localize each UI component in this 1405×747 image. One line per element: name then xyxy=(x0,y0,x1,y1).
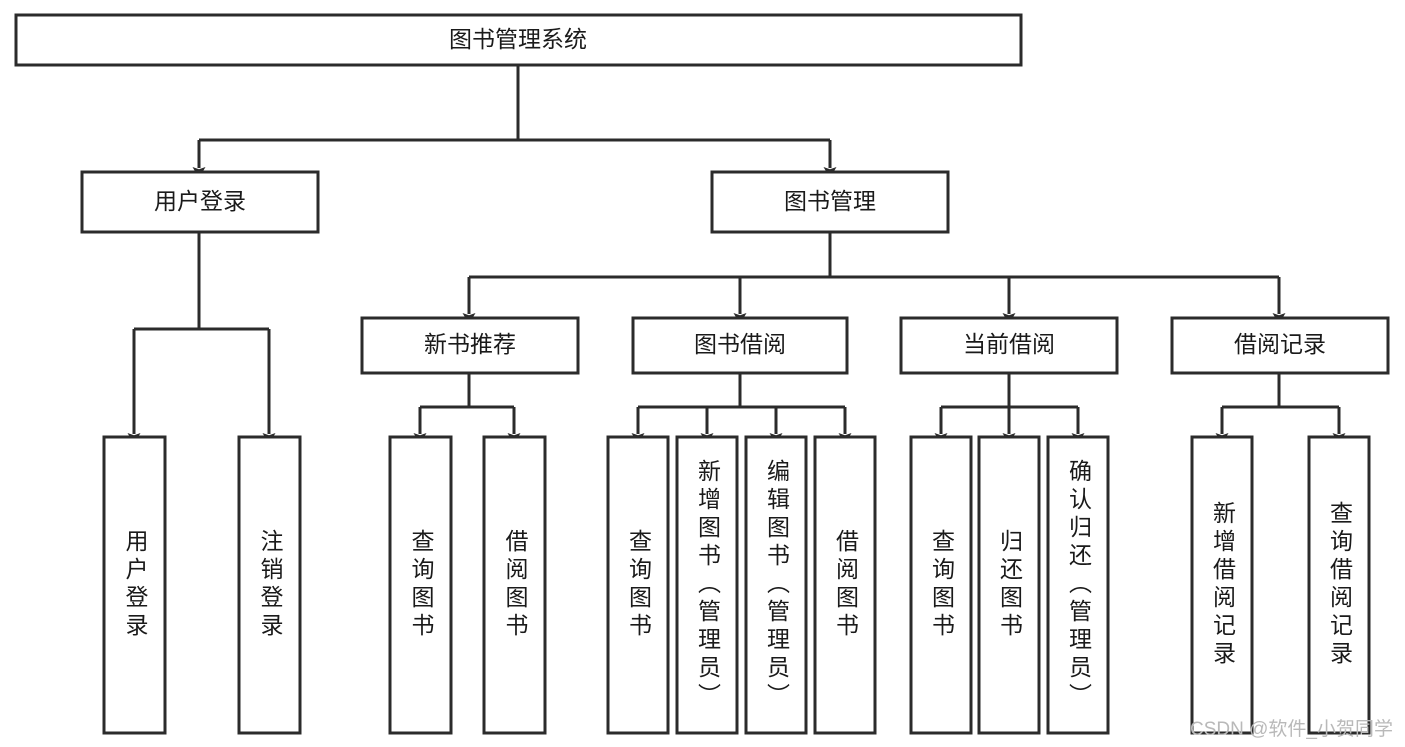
node-new-book-recommend-label: 新书推荐 xyxy=(424,331,516,357)
node-book-management[interactable]: 图书管理 xyxy=(710,170,950,234)
node-borrow-record[interactable]: 借阅记录 xyxy=(1170,316,1390,375)
node-current-borrow-box[interactable] xyxy=(899,316,1119,375)
leaf-box-current-borrow-2[interactable] xyxy=(977,435,1041,735)
node-root-box[interactable] xyxy=(14,13,1023,67)
leaf-box-book-borrow-2[interactable] xyxy=(675,435,739,735)
leaf-box-new-book-1[interactable] xyxy=(388,435,453,735)
leaf-box-user-login-1[interactable] xyxy=(102,435,167,735)
node-book-management-box[interactable] xyxy=(710,170,950,234)
leaf-box-book-borrow-4[interactable] xyxy=(813,435,877,735)
connector-group-book-mgmt-to-level3 xyxy=(462,232,1286,324)
leaf-box-book-borrow-3[interactable] xyxy=(744,435,808,735)
connector-group-root-to-level2 xyxy=(192,65,837,178)
connector-group-current-borrow-to-leaves xyxy=(934,373,1085,444)
leaf-box-book-borrow-1[interactable] xyxy=(606,435,670,735)
connector-group-borrow-record-to-leaves xyxy=(1215,373,1346,444)
connector-group-new-book-to-leaves xyxy=(413,373,521,444)
node-new-book-recommend[interactable]: 新书推荐 xyxy=(360,316,580,375)
node-current-borrow[interactable]: 当前借阅 xyxy=(899,316,1119,375)
connector-group-user-login-to-leaves xyxy=(127,232,276,444)
leaf-box-borrow-record-2[interactable] xyxy=(1307,435,1371,735)
node-root[interactable]: 图书管理系统 xyxy=(14,13,1023,67)
node-new-book-recommend-box[interactable] xyxy=(360,316,580,375)
node-borrow-record-box[interactable] xyxy=(1170,316,1390,375)
leaf-box-borrow-record-1[interactable] xyxy=(1190,435,1254,735)
leaf-box-user-login-2[interactable] xyxy=(237,435,302,735)
leaf-box-new-book-2[interactable] xyxy=(482,435,547,735)
node-current-borrow-label: 当前借阅 xyxy=(963,331,1055,357)
leaf-box-current-borrow-1[interactable] xyxy=(909,435,973,735)
csdn-watermark: CSDN @软件_小贺同学 xyxy=(1190,719,1393,740)
node-book-management-label: 图书管理 xyxy=(784,188,876,214)
node-book-borrow[interactable]: 图书借阅 xyxy=(631,316,849,375)
leaf-box-current-borrow-3[interactable] xyxy=(1046,435,1110,735)
node-book-borrow-box[interactable] xyxy=(631,316,849,375)
node-borrow-record-label: 借阅记录 xyxy=(1234,331,1326,357)
node-root-label: 图书管理系统 xyxy=(449,26,587,52)
node-book-borrow-label: 图书借阅 xyxy=(694,331,786,357)
node-user-login-box[interactable] xyxy=(80,170,320,234)
node-user-login-label: 用户登录 xyxy=(154,188,246,214)
connector-group-book-borrow-to-leaves xyxy=(631,373,852,444)
node-user-login[interactable]: 用户登录 xyxy=(80,170,320,234)
